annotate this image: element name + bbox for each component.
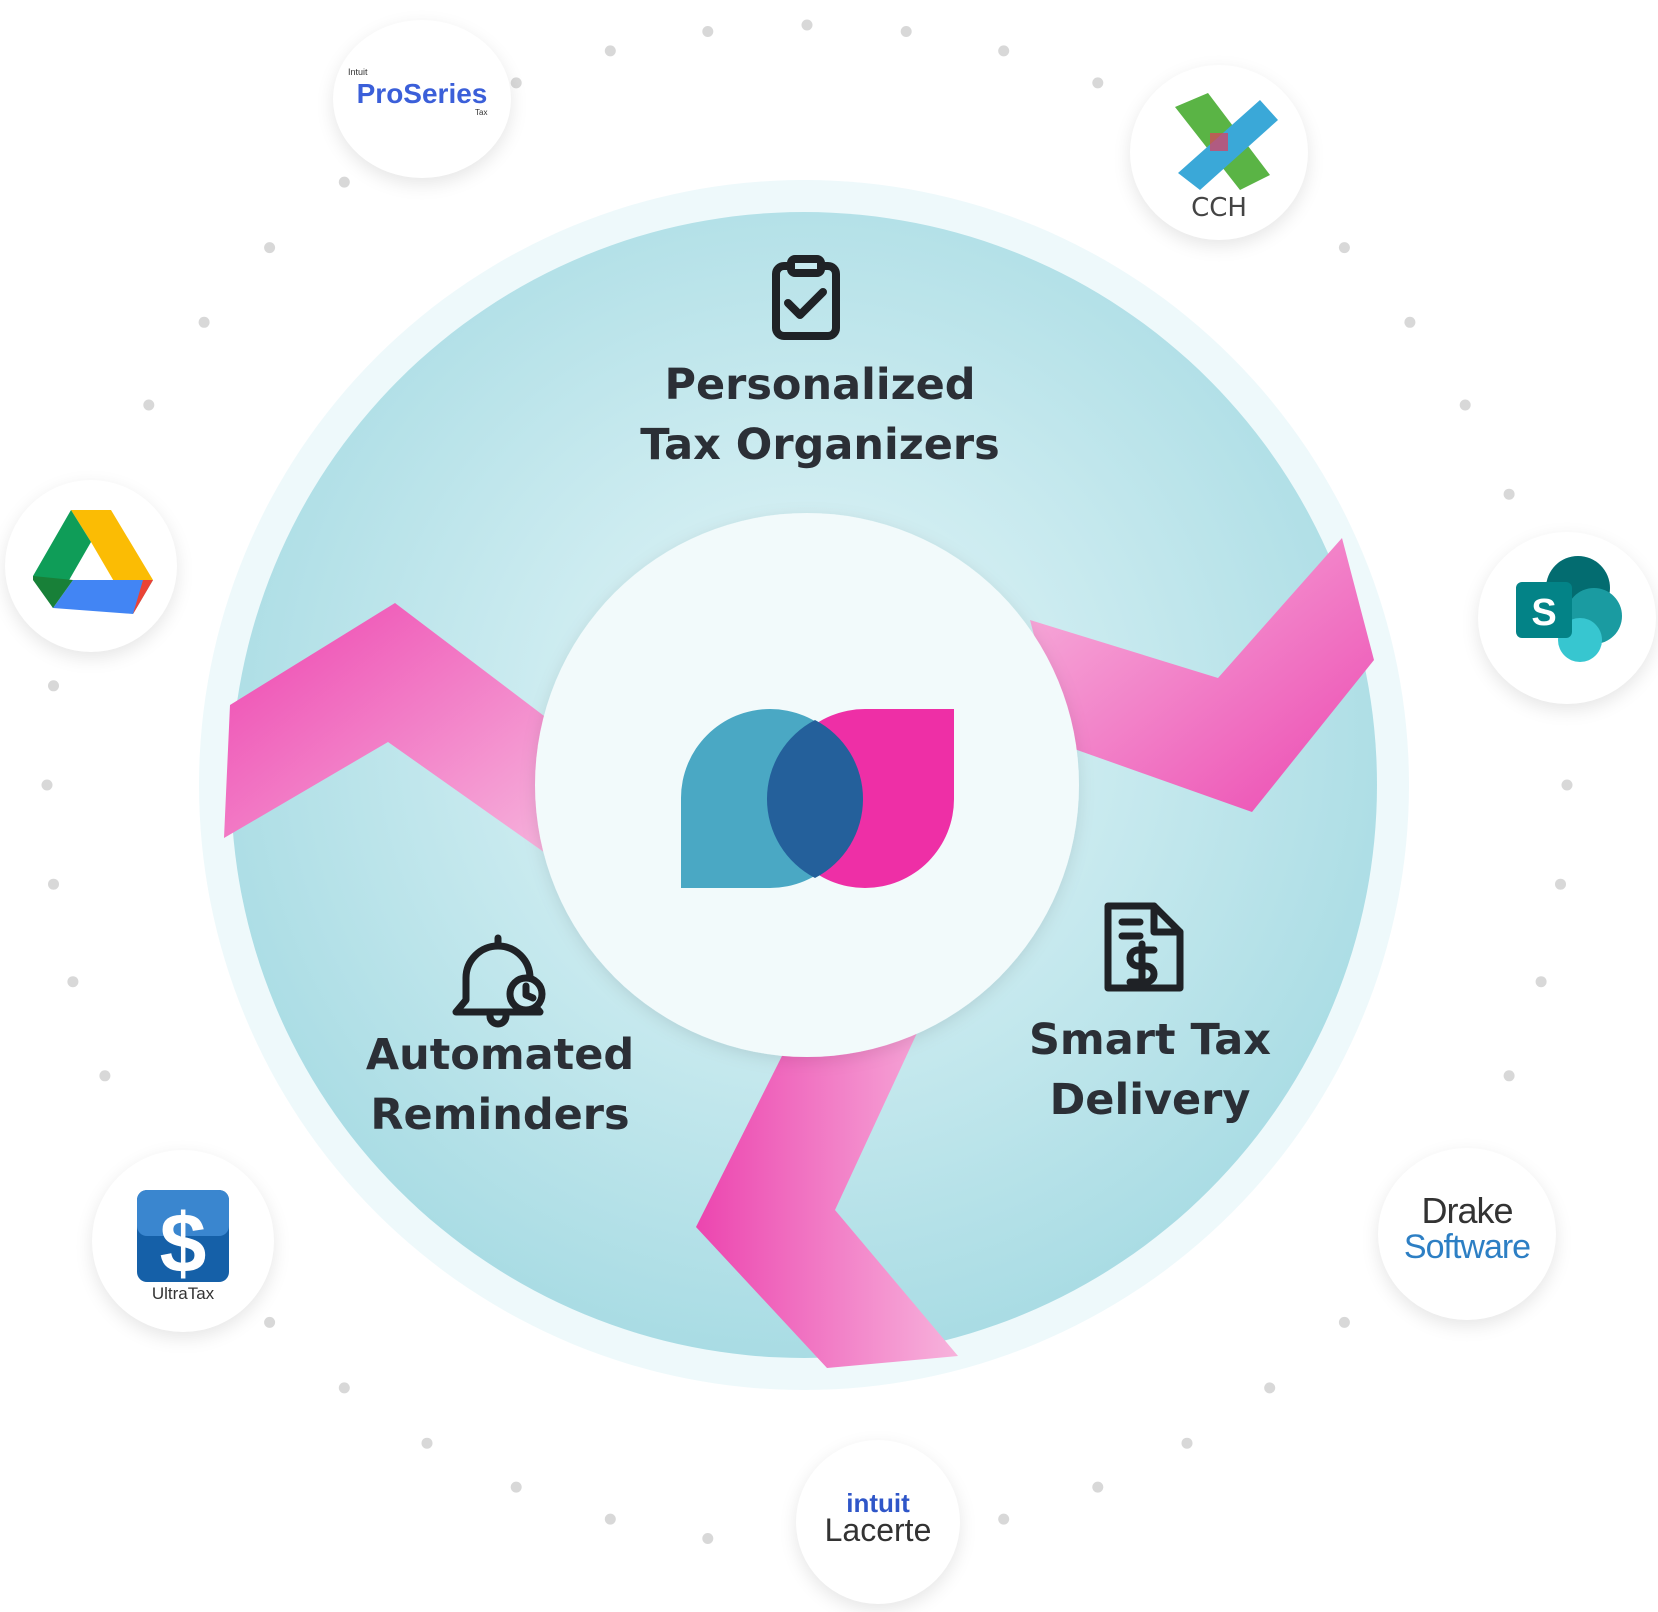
dotted-orbit: [41, 19, 1573, 1551]
orbit-dot: [1503, 488, 1515, 500]
overlapping-drops-logo-icon: [681, 709, 955, 889]
step-label-line: Tax Organizers: [640, 420, 1000, 470]
orbit-dot: [604, 45, 616, 57]
orbit-dot: [801, 19, 813, 31]
orbit-dot: [900, 26, 912, 37]
integration-cch: CCH: [1130, 65, 1308, 240]
ultratax-label: UltraTax: [151, 1284, 215, 1303]
svg-text:$: $: [160, 1196, 207, 1290]
cch-logo-icon: [1175, 93, 1278, 190]
orbit-dot: [1092, 77, 1104, 89]
orbit-dot: [702, 1533, 714, 1544]
lacerte-brand: intuit: [846, 1488, 910, 1518]
orbit-dot: [264, 1316, 276, 1328]
step-label-line: Automated: [365, 1030, 635, 1080]
cycle-arrow-right: [1030, 538, 1374, 812]
integration-sharepoint: S: [1478, 532, 1656, 704]
orbit-dot: [1503, 1070, 1515, 1082]
orbit-dot: [48, 680, 59, 692]
google-drive-logo-icon: [33, 510, 153, 614]
integration-ultratax: $ UltraTax: [92, 1150, 274, 1332]
orbit-dot: [1561, 779, 1573, 791]
step-label-line: Delivery: [1049, 1075, 1251, 1125]
integration-lacerte: intuit Lacerte: [796, 1440, 960, 1604]
orbit-dot: [510, 77, 522, 89]
orbit-dot: [99, 1070, 111, 1082]
orbit-dot: [998, 45, 1010, 57]
orbit-dot: [604, 1513, 616, 1525]
orbit-dot: [510, 1481, 522, 1493]
cycle-arrow-left: [224, 603, 552, 855]
integration-drake-software: Drake Software: [1378, 1148, 1556, 1320]
ultratax-logo-icon: $: [137, 1190, 229, 1290]
orbit-dot: [1264, 1382, 1276, 1394]
step-label-line: Reminders: [370, 1090, 630, 1140]
orbit-dot: [702, 26, 714, 37]
orbit-dot: [421, 1437, 433, 1449]
orbit-dot: [338, 176, 350, 188]
orbit-dot: [198, 316, 210, 328]
drake-software-label: Software: [1403, 1228, 1531, 1266]
orbit-dot: [1555, 878, 1566, 890]
cycle-arrow-bottom: [696, 1033, 958, 1368]
orbit-dot: [264, 242, 276, 254]
orbit-dot: [1181, 1437, 1193, 1449]
orbit-dot: [48, 878, 59, 890]
orbit-dot: [1459, 399, 1471, 411]
orbit-dot: [1404, 316, 1416, 328]
step-automated-reminders: Automated Reminders: [330, 1025, 670, 1145]
integration-google-drive: [5, 480, 177, 652]
document-dollar-icon: [1104, 902, 1184, 992]
orbit-dot: [1092, 1481, 1104, 1493]
orbit-dot: [143, 399, 155, 411]
cch-label: CCH: [1191, 193, 1247, 223]
step-label-line: Personalized: [664, 360, 976, 410]
proseries-logo-icon: ProSeries: [356, 78, 488, 109]
proseries-brand: Intuit: [348, 67, 368, 77]
clipboard-check-icon: [772, 255, 840, 340]
integration-proseries: Intuit ProSeries Tax: [333, 20, 511, 178]
orbit-dot: [1338, 242, 1350, 254]
sharepoint-logo-icon: S: [1516, 556, 1622, 662]
orbit-dot: [998, 1513, 1010, 1525]
step-label-line: Smart Tax: [1028, 1015, 1272, 1065]
orbit-dot: [1338, 1316, 1350, 1328]
svg-text:S: S: [1531, 592, 1556, 634]
orbit-dot: [338, 1382, 350, 1394]
lacerte-logo-icon: Lacerte: [824, 1512, 932, 1548]
bell-clock-icon: [452, 934, 546, 1028]
drake-software-logo-icon: Drake: [1421, 1190, 1513, 1231]
step-smart-tax-delivery: Smart Tax Delivery: [1000, 1010, 1300, 1130]
orbit-dot: [67, 976, 79, 988]
orbit-dot: [1535, 976, 1547, 988]
orbit-dot: [41, 779, 53, 791]
step-personalized-tax-organizers: Personalized Tax Organizers: [580, 355, 1060, 475]
proseries-suffix: Tax: [475, 108, 488, 117]
